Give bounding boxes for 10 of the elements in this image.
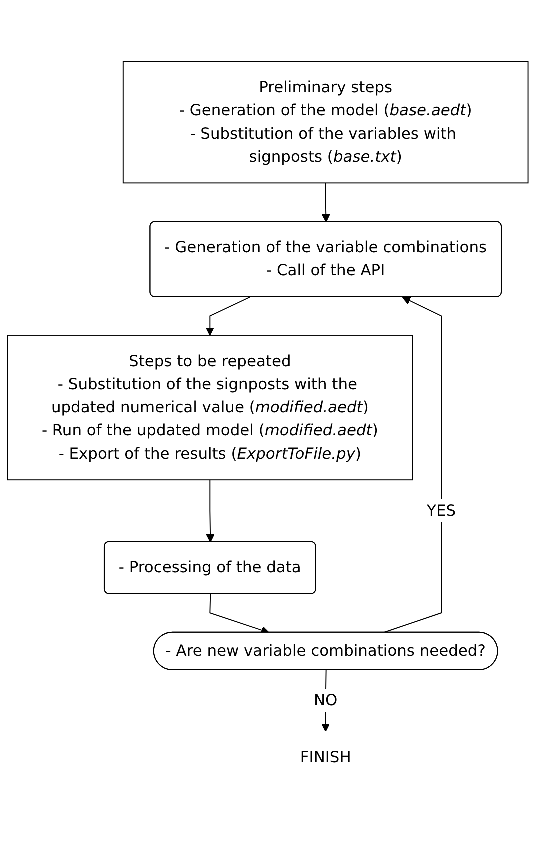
arrow — [322, 182, 330, 222]
arrow — [206, 296, 250, 336]
arrow — [206, 479, 215, 542]
edge-label: NO — [314, 690, 338, 710]
arrow — [210, 594, 270, 634]
node-text: FINISH — [300, 748, 352, 766]
arrow — [322, 670, 330, 732]
edge-label: YES — [427, 501, 456, 520]
node-box: Steps to be repeated - Substitution of the signposts with the updated numerical value (modified.aedt) - Run of the updated model (modified.aedt) - Export of the results (ExportToFile.py) — [7, 334, 414, 480]
node-box: Preliminary steps - Generation of the model (base.aedt) - Substitution of the variables with signposts (base.txt) — [122, 61, 529, 184]
